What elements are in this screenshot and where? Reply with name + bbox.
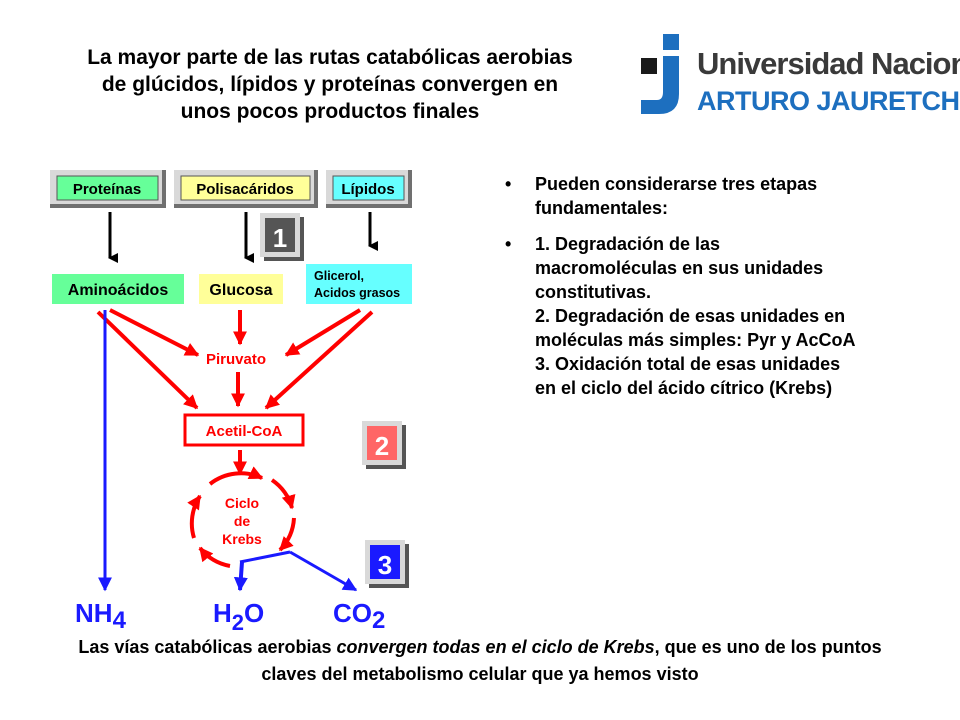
stage-3-label: 3	[378, 550, 392, 580]
bullet-2-line-1: 1. Degradación de las	[535, 234, 721, 254]
bullet-dot-icon: •	[505, 234, 512, 254]
university-logo: Universidad Nacional ARTURO JAURETCHE	[637, 30, 960, 130]
h2o-label: H2O	[213, 598, 264, 635]
polysaccharides-label: Polisacáridos	[196, 181, 294, 198]
lipids-box: Lípidos	[326, 170, 412, 208]
fatty-acids-label: Acidos grasos	[314, 286, 400, 300]
glycerol-label: Glicerol,	[314, 269, 364, 283]
acetylcoa-label: Acetil-CoA	[206, 423, 283, 440]
footer-line-2: claves del metabolismo celular que ya he…	[261, 664, 699, 684]
stage-3-badge: 3	[365, 540, 409, 588]
co2-sub: 2	[372, 607, 385, 634]
krebs-arrow-3	[278, 517, 296, 552]
h2o-tail: O	[244, 598, 264, 628]
co2-base: CO	[333, 598, 372, 628]
krebs-label-3: Krebs	[222, 531, 262, 547]
arrow-krebs-h2o	[233, 561, 248, 592]
acetylcoa-box: Acetil-CoA	[183, 413, 305, 447]
krebs-label-1: Ciclo	[225, 495, 259, 511]
stage-1-label: 1	[273, 223, 287, 253]
pyruvate-label: Piruvato	[206, 351, 266, 368]
arrow-fattyacids-acetylcoa	[264, 310, 374, 410]
bullet-1-line-1: Pueden considerarse tres etapas	[535, 174, 818, 194]
arrow-krebs-co2-segment	[239, 550, 291, 564]
krebs-arrow-5	[187, 494, 202, 539]
polysaccharides-box: Polisacáridos	[174, 170, 318, 208]
bullet-2-line-4: 2. Degradación de esas unidades en	[535, 306, 846, 326]
proteins-box: Proteínas	[50, 170, 166, 208]
proteins-label: Proteínas	[73, 181, 141, 198]
bullet-2-line-6: 3. Oxidación total de esas unidades	[535, 354, 841, 374]
bullet-2-line-5: moléculas más simples: Pyr y AcCoA	[535, 330, 856, 350]
nh4-base: NH	[75, 598, 113, 628]
logo-text-line-2: ARTURO JAURETCHE	[697, 86, 960, 116]
logo-mark-icon	[641, 34, 679, 114]
glucose-box: Glucosa	[199, 274, 283, 304]
logo-text-line-1: Universidad Nacional	[697, 46, 960, 81]
bullet-2-line-2: macromoléculas en sus unidades	[535, 258, 824, 278]
arrow-krebs-co2	[289, 550, 358, 592]
glycerol-fatty-acids-box: Glicerol, Acidos grasos	[306, 264, 412, 304]
krebs-arrow-4	[198, 546, 231, 568]
bullet-list: • Pueden considerarse tres etapas fundam…	[505, 172, 905, 412]
h2o-base: H	[213, 598, 232, 628]
aminoacids-box: Aminoácidos	[52, 274, 184, 304]
footer-line-1: Las vías catabólicas aerobias convergen …	[20, 634, 940, 661]
krebs-cycle: Ciclo de Krebs	[187, 466, 296, 568]
bullet-2-line-3: constitutivas.	[535, 282, 652, 302]
h2o-sub: 2	[232, 610, 244, 635]
arrow-glycerol-pyruvate	[284, 308, 362, 357]
arrow-aminoacids-pyruvate	[109, 308, 200, 357]
footer-part-3: , que es uno de los puntos	[654, 637, 882, 657]
slide-title: La mayor parte de las rutas catabólicas …	[40, 44, 620, 125]
footer-part-2-italic: convergen todas en el ciclo de Krebs	[336, 637, 655, 657]
nh4-label: NH4	[75, 598, 127, 634]
nh4-sub: 4	[113, 607, 127, 634]
title-line-3: unos pocos productos finales	[180, 100, 480, 123]
title-line-1: La mayor parte de las rutas catabólicas …	[87, 46, 573, 69]
title-line-2: de glúcidos, lípidos y proteínas converg…	[101, 73, 559, 96]
stage-1-badge: 1	[260, 213, 304, 261]
footer-part-1: Las vías catabólicas aerobias	[78, 637, 337, 657]
co2-label: CO2	[333, 598, 385, 634]
stage-2-label: 2	[375, 431, 389, 461]
arrow-aminoacids-acetylcoa	[96, 310, 199, 410]
footer-caption: Las vías catabólicas aerobias convergen …	[20, 634, 940, 688]
krebs-arrow-1	[208, 466, 264, 486]
glucose-label: Glucosa	[209, 282, 272, 299]
stage-2-badge: 2	[362, 421, 406, 469]
lipids-label: Lípidos	[341, 181, 394, 198]
krebs-label-2: de	[234, 513, 251, 529]
bullet-item-steps: • 1. Degradación de las macromoléculas e…	[505, 232, 905, 400]
bullet-item-stages: • Pueden considerarse tres etapas fundam…	[505, 172, 905, 220]
aminoacids-label: Aminoácidos	[68, 282, 169, 299]
bullet-2-line-7: en el ciclo del ácido cítrico (Krebs)	[535, 378, 833, 398]
krebs-arrow-2	[270, 478, 296, 510]
bullet-1-line-2: fundamentales:	[535, 198, 669, 218]
bullet-dot-icon: •	[505, 174, 512, 194]
